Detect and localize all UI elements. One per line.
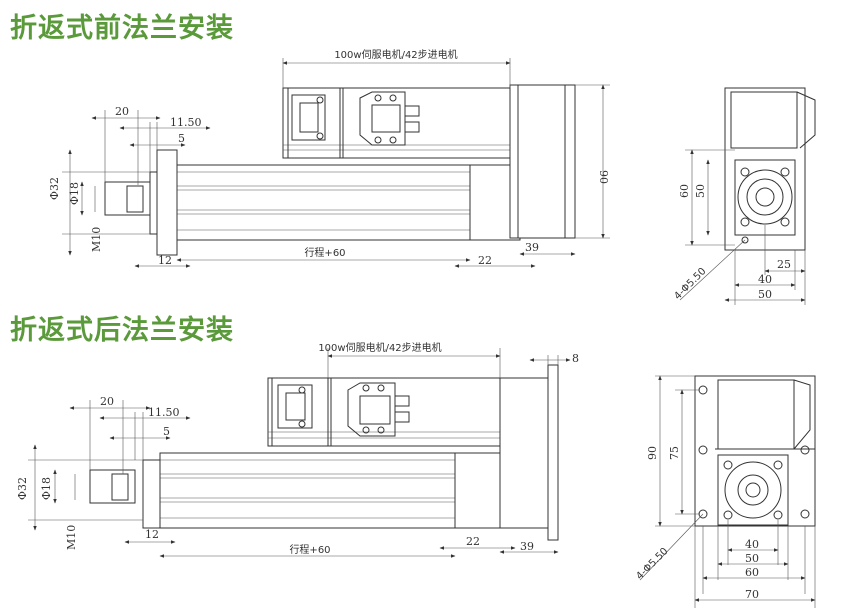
dim-stroke: 行程+60 (304, 246, 345, 259)
dim-90: 90 (597, 170, 610, 184)
motor-label: 100w伺服电机/42步进电机 (334, 48, 457, 61)
dim-40: 40 (745, 538, 759, 551)
dim-60: 60 (678, 184, 691, 198)
dim-22: 22 (478, 254, 492, 267)
dim-12: 12 (158, 254, 172, 267)
motor (509, 84, 576, 239)
dim-22: 22 (466, 535, 480, 548)
rear-flange-end-view: 90 75 4-Φ5.50 40 50 60 70 (634, 375, 816, 608)
front-flange-end-view: 60 50 4-Φ5.50 25 40 50 (672, 87, 816, 305)
dim-11-50: 11.50 (148, 406, 180, 419)
dim-75: 75 (668, 446, 681, 460)
dim-m10: M10 (90, 227, 103, 252)
dim-m10: M10 (65, 525, 78, 550)
dim-40: 40 (758, 273, 772, 286)
front-flange-side-view: 100w伺服电机/42步进电机 90 20 11.50 5 Φ32 Φ18 M1… (48, 48, 610, 268)
section-title-rear-flange: 折返式后法兰安装 (10, 315, 234, 346)
dim-stroke: 行程+60 (289, 543, 330, 556)
dim-20: 20 (100, 395, 114, 408)
dim-5: 5 (178, 132, 185, 145)
actuator-body (159, 452, 456, 529)
end-block (454, 452, 501, 529)
dim-50: 50 (745, 552, 759, 565)
dim-12: 12 (145, 528, 159, 541)
dim-8: 8 (572, 352, 579, 365)
hole-spec: 4-Φ5.50 (634, 546, 670, 582)
front-flange (156, 149, 178, 256)
motor-label: 100w伺服电机/42步进电机 (318, 341, 441, 354)
dim-25: 25 (777, 258, 791, 271)
dim-5: 5 (163, 425, 170, 438)
dim-60: 60 (745, 566, 759, 579)
hole-spec: 4-Φ5.50 (672, 266, 708, 302)
dim-50: 50 (758, 288, 772, 301)
rear-flange (547, 364, 559, 541)
motor-housing (282, 87, 511, 159)
dim-90: 90 (646, 446, 659, 460)
dim-39: 39 (520, 540, 534, 553)
dim-phi18: Φ18 (40, 477, 53, 500)
section-title-front-flange: 折返式前法兰安装 (10, 13, 234, 44)
dim-phi32: Φ32 (48, 177, 61, 200)
dim-phi18: Φ18 (68, 182, 81, 205)
dim-70: 70 (745, 588, 759, 601)
dim-39: 39 (525, 241, 539, 254)
dim-50-vertical: 50 (694, 184, 707, 198)
motor (499, 377, 549, 529)
dim-20: 20 (115, 105, 129, 118)
actuator-body (174, 164, 471, 241)
motor-housing (267, 377, 501, 447)
dim-phi32: Φ32 (16, 477, 29, 500)
rear-flange-side-view: 100w伺服电机/42步进电机 8 20 11.50 5 Φ32 Φ18 M10… (16, 341, 579, 558)
dim-11-50: 11.50 (170, 116, 202, 129)
